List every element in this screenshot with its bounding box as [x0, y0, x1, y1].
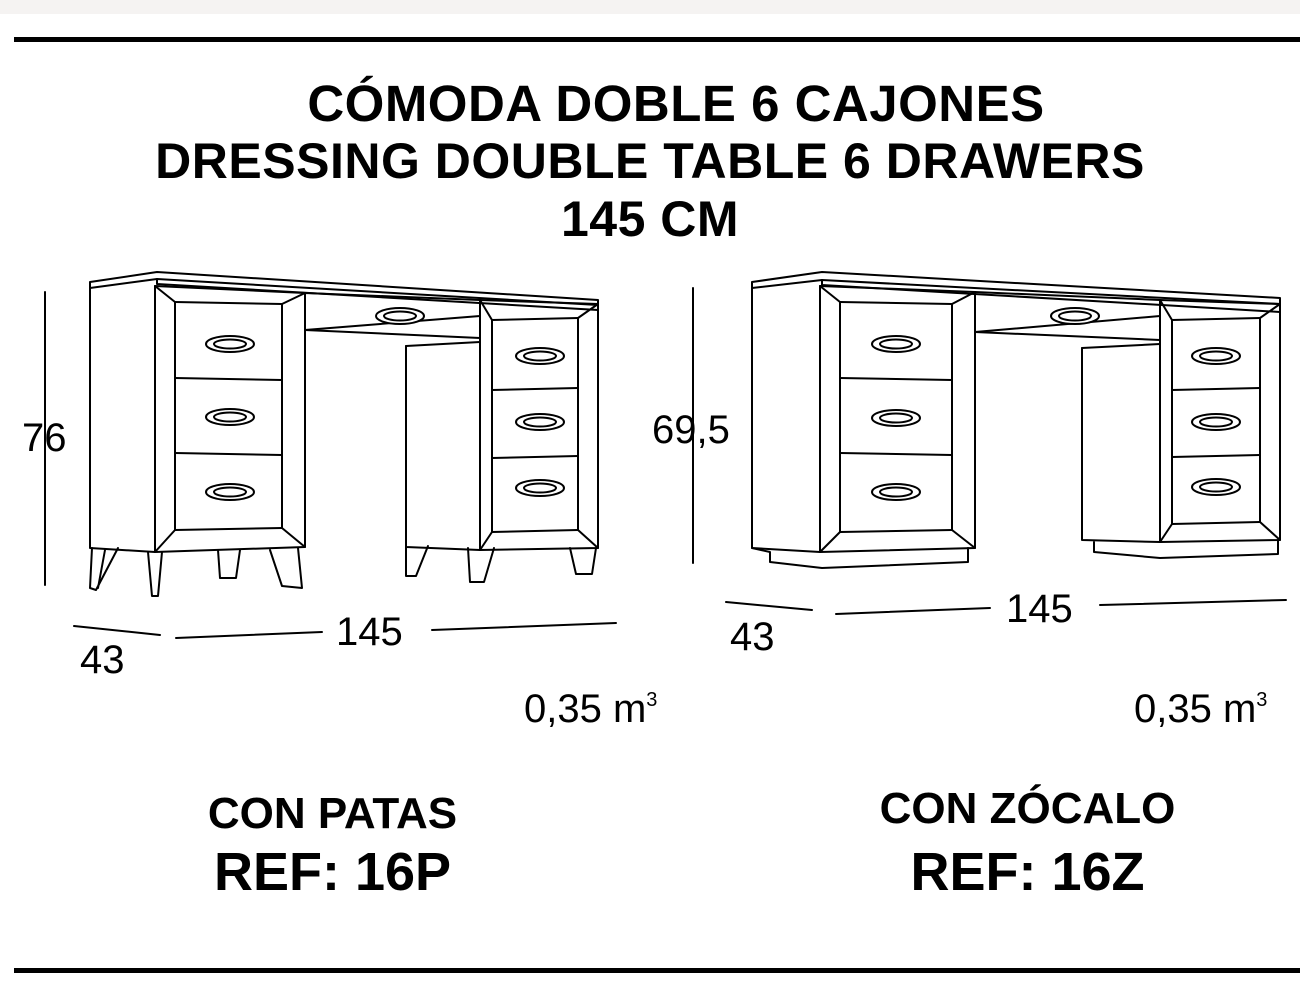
dressing-table-with-legs — [44, 271, 617, 639]
left-width-label: 145 — [336, 610, 403, 654]
left-depth-label: 43 — [80, 638, 125, 682]
bottom-rule — [14, 968, 1300, 973]
title-line-3: 145 CM — [560, 191, 740, 247]
right-volume-exponent: 3 — [1256, 689, 1267, 711]
left-volume-label: 0,35 m3 — [524, 687, 657, 731]
left-reference-label: REF: 16P — [213, 842, 452, 902]
title-line-1: CÓMODA DOBLE 6 CAJONES — [307, 75, 1045, 132]
right-width-label: 145 — [1006, 587, 1073, 631]
right-volume-label: 0,35 m3 — [1134, 687, 1267, 731]
right-height-label: 69,5 — [652, 408, 730, 452]
top-rule — [14, 37, 1300, 42]
left-height-label: 76 — [22, 416, 67, 460]
right-volume-value: 0,35 m — [1134, 687, 1256, 731]
right-reference-label: REF: 16Z — [910, 842, 1145, 902]
left-volume-value: 0,35 m — [524, 687, 646, 731]
dressing-table-with-plinth — [692, 271, 1287, 615]
title-line-2: DRESSING DOUBLE TABLE 6 DRAWERS — [155, 133, 1145, 189]
left-variant-label: CON PATAS — [207, 789, 458, 838]
left-volume-exponent: 3 — [646, 689, 657, 711]
right-depth-label: 43 — [730, 615, 775, 659]
right-variant-label: CON ZÓCALO — [879, 784, 1176, 833]
top-band — [0, 0, 1300, 14]
